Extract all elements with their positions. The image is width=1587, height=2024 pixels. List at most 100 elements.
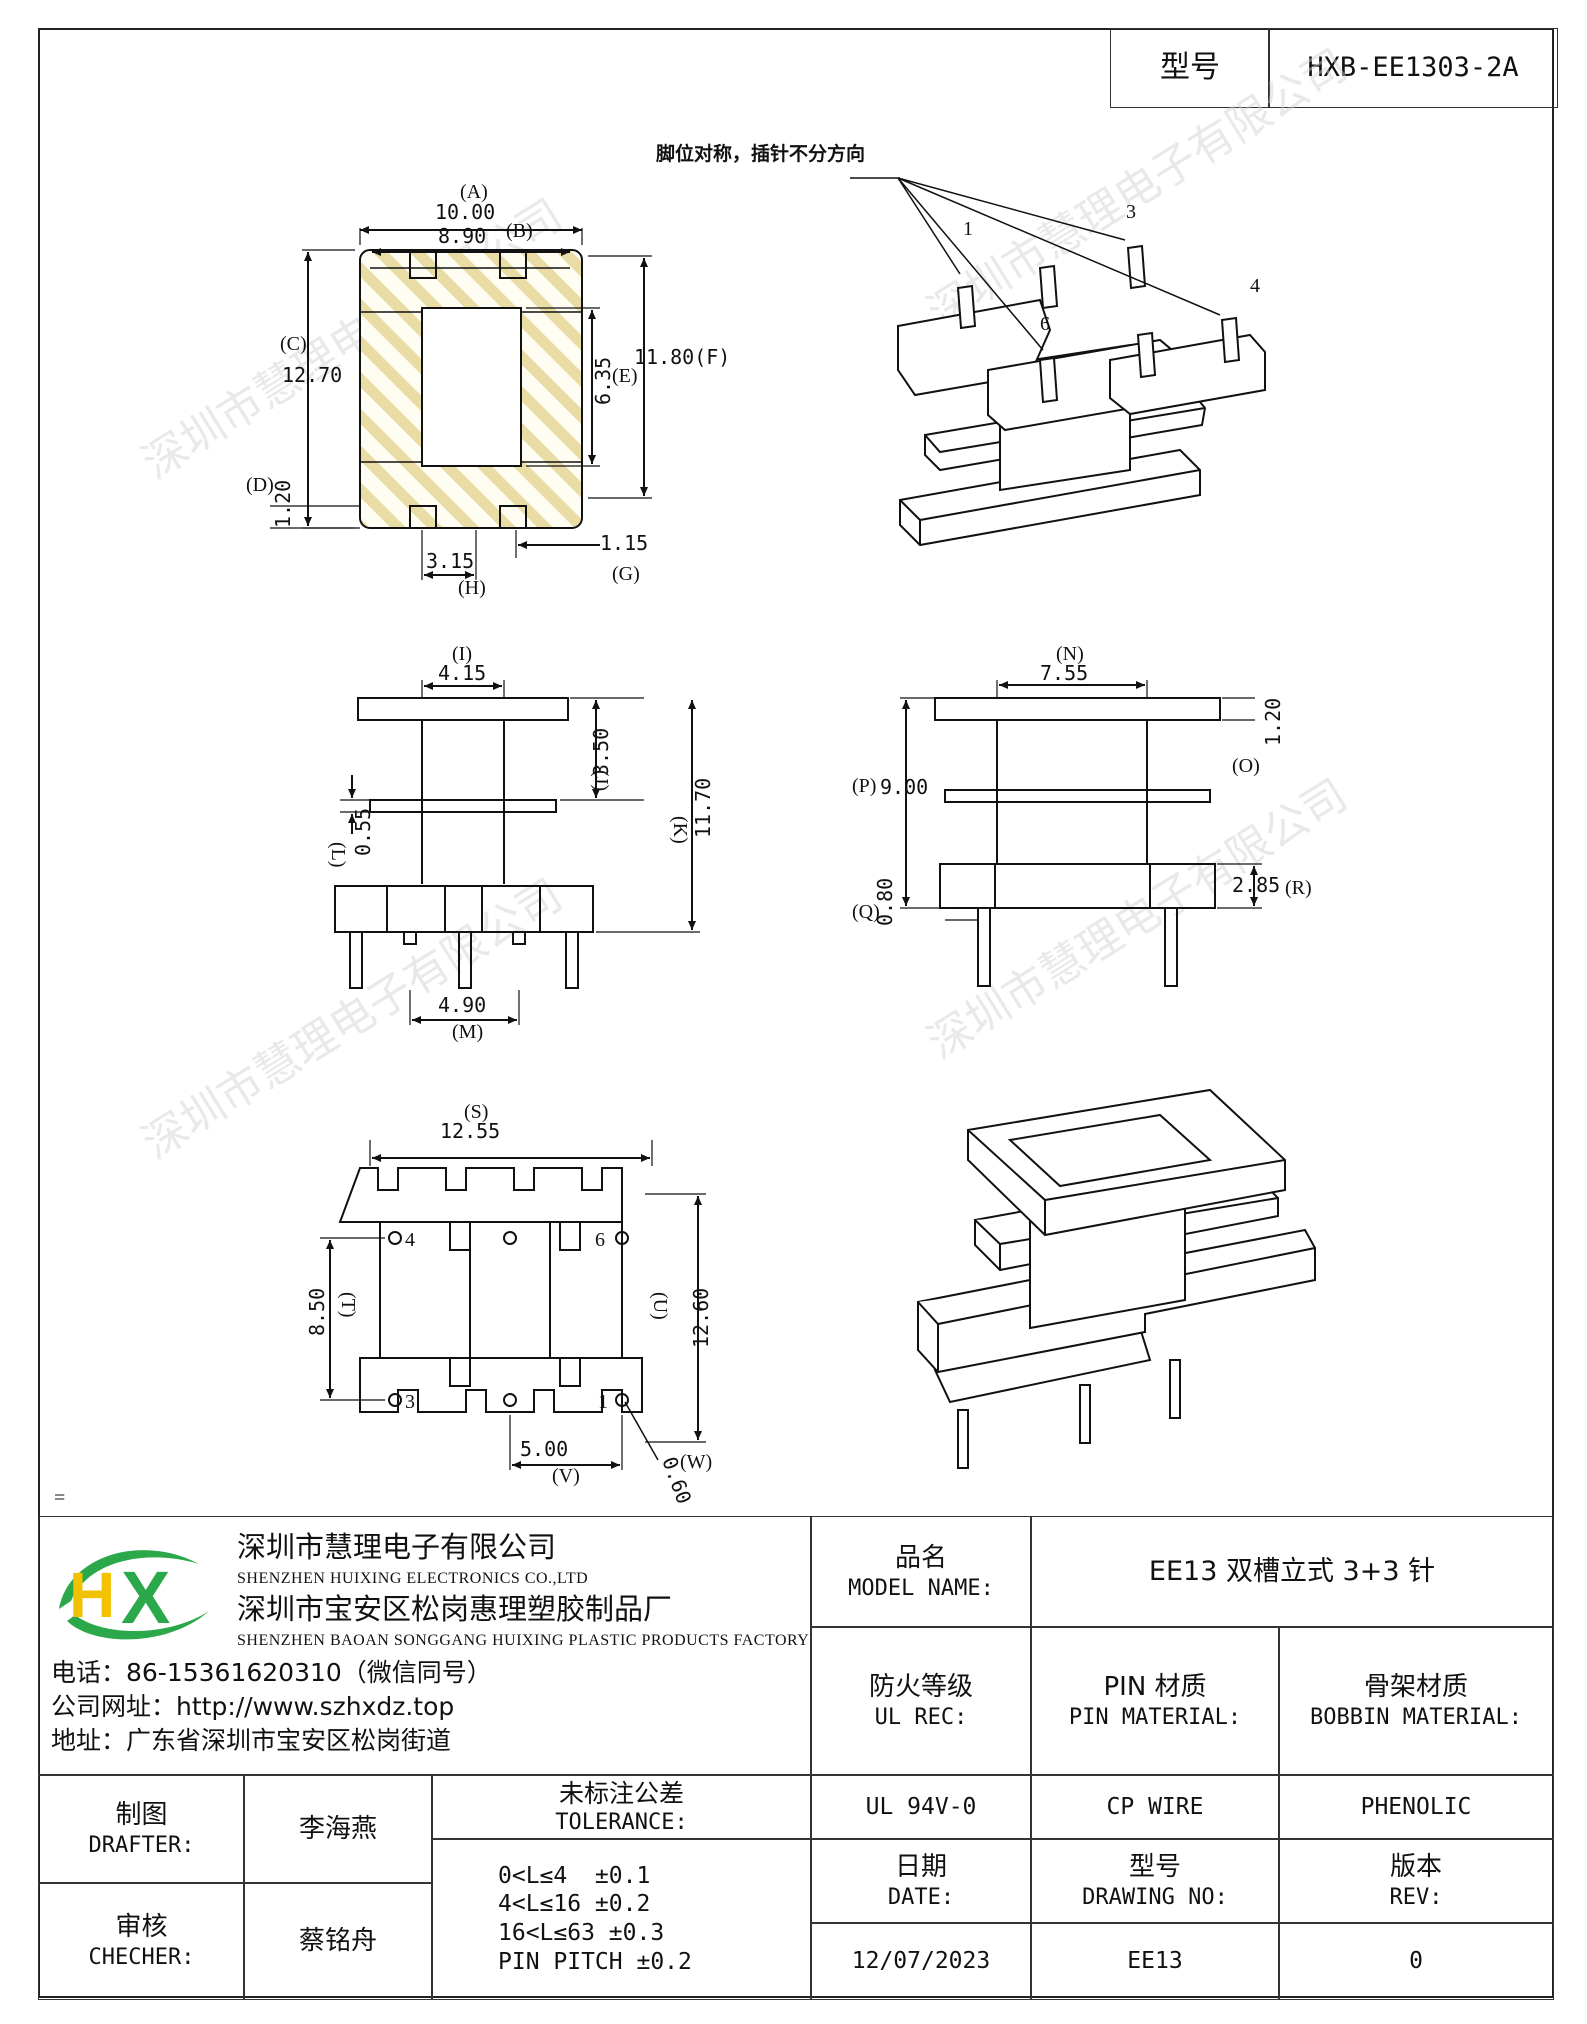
date-label-cell: 日期 DATE: <box>810 1838 1032 1924</box>
dim-I-label: (I) <box>452 643 472 665</box>
header-model-label: 型号 <box>1160 50 1220 86</box>
top-view-inner-lines <box>360 267 582 463</box>
drawing-sheet: 型号 HXB-EE1303-2A 深圳市慧理电子有限公司 深圳市慧理电子有限公司… <box>38 28 1558 2000</box>
tolerance-cn: 未标注公差 <box>558 1778 684 1808</box>
header-model-label-cell: 型号 <box>1110 28 1270 108</box>
bottom-pin-hole-2 <box>503 1393 517 1407</box>
side-pin-left <box>977 907 991 987</box>
logo-letter-h: H <box>69 1559 115 1631</box>
company-phone: 电话：86-15361620310（微信同号） <box>51 1658 492 1687</box>
drafter-value-cell: 李海燕 <box>243 1774 433 1884</box>
iso-pin-5 <box>1136 331 1157 379</box>
drawing-no-cn: 型号 <box>1128 1852 1181 1882</box>
iso-bobbin-pin-left <box>957 1409 969 1469</box>
side-mid-flange <box>944 789 1211 803</box>
date-cn: 日期 <box>894 1852 947 1882</box>
dim-S-value: 12.55 <box>440 1119 500 1143</box>
dim-A-label: (A) <box>460 181 488 203</box>
drawing-no-value: EE13 <box>1127 1947 1183 1974</box>
leader-1 <box>897 177 961 275</box>
front-pin-a <box>349 931 363 989</box>
dim-A-value: 10.00 <box>435 200 495 224</box>
rev-cn: 版本 <box>1389 1852 1442 1882</box>
rev-label-cell: 版本 REV: <box>1278 1838 1554 1924</box>
company-name-cn-2: 深圳市宝安区松岗惠理塑胶制品厂 <box>237 1592 673 1626</box>
drawing-no-label-cell: 型号 DRAWING NO: <box>1030 1838 1280 1924</box>
drawing-no-value-cell: EE13 <box>1030 1922 1280 2000</box>
iso-bobbin-window <box>1007 1113 1213 1188</box>
dim-O-label: (O) <box>1232 755 1260 777</box>
top-view-window <box>421 307 522 467</box>
bobbin-material-cn: 骨架材质 <box>1363 1672 1468 1702</box>
top-view-bottom-notches <box>409 505 527 528</box>
dim-E-value: 6.35 <box>591 357 615 405</box>
iso-pin-6 <box>1038 356 1059 404</box>
rev-value: 0 <box>1409 1947 1423 1974</box>
tolerance-row-4: PIN PITCH ±0.2 <box>498 1948 692 1975</box>
front-top-flange <box>357 697 569 721</box>
model-name-value-cell: EE13 双槽立式 3+3 针 <box>1030 1516 1554 1628</box>
dim-G-label: (G) <box>612 563 640 585</box>
dim-U-label: (U) <box>649 1292 671 1320</box>
checker-value-cell: 蔡铭舟 <box>243 1882 433 2000</box>
bottom-pin-hole-1 <box>615 1393 629 1407</box>
company-name-cn-1: 深圳市慧理电子有限公司 <box>237 1530 557 1564</box>
dim-L-value: 0.55 <box>351 808 375 856</box>
leader-4 <box>897 177 1221 316</box>
side-pin-right <box>1164 907 1178 987</box>
bottom-pin-label-6: 6 <box>595 1229 605 1251</box>
header-model-value: HXB-EE1303-2A <box>1307 52 1519 84</box>
checker-value: 蔡铭舟 <box>298 1925 377 1956</box>
dim-P-value: 9.00 <box>880 775 928 799</box>
bottom-pin-label-3: 3 <box>405 1391 415 1413</box>
company-name-en-1: SHENZHEN HUIXING ELECTRONICS CO.,LTD <box>237 1570 589 1587</box>
dim-R-label: (R) <box>1285 877 1312 899</box>
bottom-bottom-pin-row <box>359 1357 643 1413</box>
top-view-top-notches <box>409 250 527 279</box>
dim-E-label: (E) <box>612 365 638 387</box>
model-name-en: MODEL NAME: <box>848 1575 994 1601</box>
dim-D-value: 1.20 <box>271 480 295 528</box>
company-name-en-2: SHENZHEN BAOAN SONGGANG HUIXING PLASTIC … <box>237 1632 810 1649</box>
iso-pin-4 <box>1220 316 1241 364</box>
dim-R-value: 2.85 <box>1232 873 1280 897</box>
front-pin-c <box>565 931 579 989</box>
pin-material-value: CP WIRE <box>1106 1793 1204 1820</box>
leader-3 <box>897 177 1126 241</box>
bottom-view <box>320 1140 706 1470</box>
leader-6 <box>897 177 1044 351</box>
bottom-pin-hole-3 <box>388 1393 402 1407</box>
tolerance-row-3: 16<L≤63 ±0.3 <box>498 1920 665 1946</box>
bobbin-material-value: PHENOLIC <box>1360 1793 1472 1820</box>
watermark-2: 深圳市慧理电子有限公司 <box>919 40 1356 340</box>
dim-U-value: 12.60 <box>689 1288 713 1348</box>
ul-rec-value: UL 94V-0 <box>865 1793 977 1820</box>
dim-M-label: (M) <box>452 1021 483 1043</box>
dim-H-label: (H) <box>458 577 486 599</box>
bottom-pin-hole-4 <box>388 1231 402 1245</box>
dim-W-leader <box>624 1401 659 1461</box>
ul-rec-label-cell: 防火等级 UL REC: <box>810 1626 1032 1776</box>
pin-label-4: 4 <box>1250 275 1260 297</box>
dim-B-value: 8.90 <box>438 224 486 248</box>
dim-W-label: (W) <box>680 1451 712 1473</box>
model-name-cn: 品名 <box>894 1543 947 1573</box>
dim-N-value: 7.55 <box>1040 661 1088 685</box>
iso-pin-2 <box>1038 264 1059 310</box>
pin-note: 脚位对称，插针不分方向 <box>656 142 865 165</box>
bottom-pin-label-4: 4 <box>405 1229 415 1251</box>
date-value-cell: 12/07/2023 <box>810 1922 1032 2000</box>
company-address: 地址：广东省深圳市宝安区松岗街道 <box>51 1726 452 1755</box>
front-view <box>334 680 700 1025</box>
dim-C-value: 12.70 <box>282 363 342 387</box>
date-en: DATE: <box>887 1884 955 1910</box>
watermark-group: 深圳市慧理电子有限公司 深圳市慧理电子有限公司 深圳市慧理电子有限公司 深圳市慧… <box>134 40 1356 1170</box>
dim-H-value: 3.15 <box>426 549 474 573</box>
bobbin-material-en: BOBBIN MATERIAL: <box>1310 1704 1522 1730</box>
dim-V-value: 5.00 <box>520 1437 568 1461</box>
tolerance-label-cell: 未标注公差 TOLERANCE: <box>431 1774 812 1840</box>
dim-N-label: (N) <box>1056 643 1084 665</box>
company-logo: H X <box>59 1550 209 1640</box>
top-view <box>270 226 652 580</box>
pin-material-en: PIN MATERIAL: <box>1068 1704 1242 1730</box>
